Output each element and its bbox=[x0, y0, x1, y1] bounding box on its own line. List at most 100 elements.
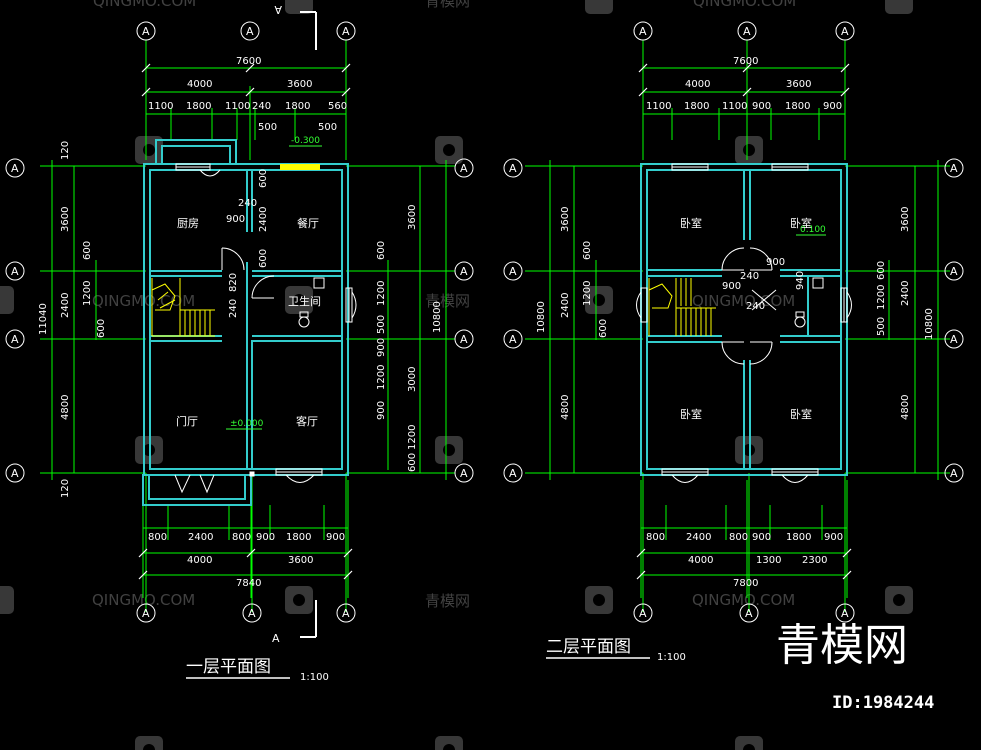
bath-fixtures bbox=[794, 277, 824, 328]
watermark-text: 青模网 bbox=[425, 0, 470, 10]
left-dim-overall: 10800 bbox=[536, 301, 547, 333]
watermark-logo-icon bbox=[885, 586, 913, 614]
svg-text:A: A bbox=[950, 333, 958, 346]
watermark-id: ID:1984244 bbox=[832, 693, 934, 713]
stairs bbox=[648, 278, 716, 336]
section-mark-bottom: A bbox=[272, 632, 280, 645]
axis-bubble: A bbox=[944, 463, 964, 483]
inner-dim: 2400 bbox=[258, 207, 269, 232]
axis-bubble: A bbox=[336, 603, 356, 623]
axis-bubble: A bbox=[503, 329, 523, 349]
right-dim: 900 bbox=[376, 401, 387, 420]
axis-bubble: A bbox=[503, 158, 523, 178]
dim-top-sub: 3600 bbox=[287, 79, 312, 90]
dimension-lines bbox=[40, 40, 455, 612]
dim-bottom-detail: 1800 bbox=[286, 532, 311, 543]
right-dim: 4800 bbox=[900, 395, 911, 420]
watermark-logo-icon bbox=[735, 736, 763, 750]
dim-bottom-detail: 800 bbox=[646, 532, 665, 543]
axis-bubble: A bbox=[835, 21, 855, 41]
svg-text:A: A bbox=[639, 25, 647, 38]
axis-bubble: A bbox=[454, 261, 474, 281]
axis-bubble: A bbox=[737, 21, 757, 41]
inner-dim: 820 bbox=[228, 273, 239, 292]
svg-text:A: A bbox=[509, 162, 517, 175]
dim-top-detail: 1100 bbox=[646, 101, 671, 112]
svg-text:A: A bbox=[509, 265, 517, 278]
stairs bbox=[151, 278, 215, 337]
dim-overall-top: 7600 bbox=[236, 56, 261, 67]
svg-text:A: A bbox=[509, 333, 517, 346]
inner-dim: 240 bbox=[746, 301, 765, 312]
watermark-logo-icon bbox=[735, 136, 763, 164]
watermark-logo-icon bbox=[585, 0, 613, 14]
dim-top-detail: 1100 bbox=[225, 101, 250, 112]
right-dim: 3600 bbox=[407, 205, 418, 230]
svg-text:A: A bbox=[841, 25, 849, 38]
plan-scale: 1:100 bbox=[657, 652, 686, 663]
watermark-text: QINGMO.COM bbox=[692, 292, 795, 310]
dim-bottom-detail: 900 bbox=[752, 532, 771, 543]
svg-text:A: A bbox=[743, 25, 751, 38]
room-kitchen: 厨房 bbox=[177, 217, 199, 230]
axis-bubble: A bbox=[5, 463, 25, 483]
dim-top-detail: 1800 bbox=[785, 101, 810, 112]
dim-top-detail: 1800 bbox=[186, 101, 211, 112]
svg-text:A: A bbox=[342, 25, 350, 38]
right-dim: 600 bbox=[376, 241, 387, 260]
right-dim-overall: 10800 bbox=[924, 308, 935, 340]
left-dim: 2400 bbox=[60, 293, 71, 318]
watermark-text: 青模网 bbox=[425, 592, 470, 610]
windows bbox=[636, 163, 852, 483]
axis-bubble: A bbox=[454, 463, 474, 483]
room-hall: 门厅 bbox=[176, 414, 198, 428]
dimension-ticks bbox=[138, 63, 353, 580]
axis-bubble: A bbox=[633, 603, 653, 623]
left-dim: 120 bbox=[60, 141, 71, 160]
watermark-text: QINGMO.COM bbox=[92, 591, 195, 609]
axis-bubble: A bbox=[944, 158, 964, 178]
room-bedroom: 卧室 bbox=[790, 407, 812, 421]
watermark-logo-icon bbox=[435, 436, 463, 464]
right-dim: 3600 bbox=[900, 207, 911, 232]
svg-text:A: A bbox=[460, 265, 468, 278]
left-dim: 3600 bbox=[60, 207, 71, 232]
svg-text:A: A bbox=[950, 265, 958, 278]
red-window-mark bbox=[280, 164, 320, 170]
left-dim-overall: 11040 bbox=[38, 303, 49, 335]
axis-bubble: A bbox=[835, 603, 855, 623]
svg-text:A: A bbox=[142, 25, 150, 38]
watermark-logo-icon bbox=[0, 586, 14, 614]
axis-bubble: A bbox=[336, 21, 356, 41]
axis-bubble: A bbox=[240, 21, 260, 41]
svg-text:A: A bbox=[142, 607, 150, 620]
watermark-text: QINGMO.COM bbox=[93, 0, 196, 10]
plan-title-second-floor: 二层平面图 bbox=[546, 637, 631, 657]
axis-bubble: A bbox=[5, 158, 25, 178]
axis-bubble: A bbox=[503, 463, 523, 483]
dim-bottom-sub: 3600 bbox=[288, 555, 313, 566]
watermark-logo-icon bbox=[135, 736, 163, 750]
svg-text:A: A bbox=[460, 162, 468, 175]
dim-top-small: 500 bbox=[318, 122, 337, 133]
left-dim: 2400 bbox=[560, 293, 571, 318]
right-dim-inner: 1200 bbox=[876, 285, 887, 310]
inner-dim: 600 bbox=[258, 249, 269, 268]
dim-bottom-detail: 800 bbox=[729, 532, 748, 543]
svg-text:A: A bbox=[460, 467, 468, 480]
floor-level-label: ±0.000 bbox=[230, 419, 264, 429]
watermark-logo-icon bbox=[285, 286, 313, 314]
bath-fixtures bbox=[298, 277, 325, 328]
level-label: 0.100 bbox=[800, 225, 826, 235]
svg-text:A: A bbox=[11, 333, 19, 346]
svg-text:A: A bbox=[342, 607, 350, 620]
room-bedroom: 卧室 bbox=[790, 216, 812, 230]
svg-text:A: A bbox=[950, 162, 958, 175]
room-bath: 卫生间 bbox=[288, 294, 321, 308]
dim-bottom-sub: 1300 bbox=[756, 555, 781, 566]
second-floor-plan: 7600 4000 3600 1100 1800 1100 900 1800 9… bbox=[503, 21, 964, 663]
watermark-text: QINGMO.COM bbox=[692, 591, 795, 609]
windows bbox=[175, 163, 357, 483]
watermark-logo-icon bbox=[285, 586, 313, 614]
first-floor-plan: 7600 4000 3600 1100 1800 1100 240 1800 5… bbox=[5, 3, 474, 683]
